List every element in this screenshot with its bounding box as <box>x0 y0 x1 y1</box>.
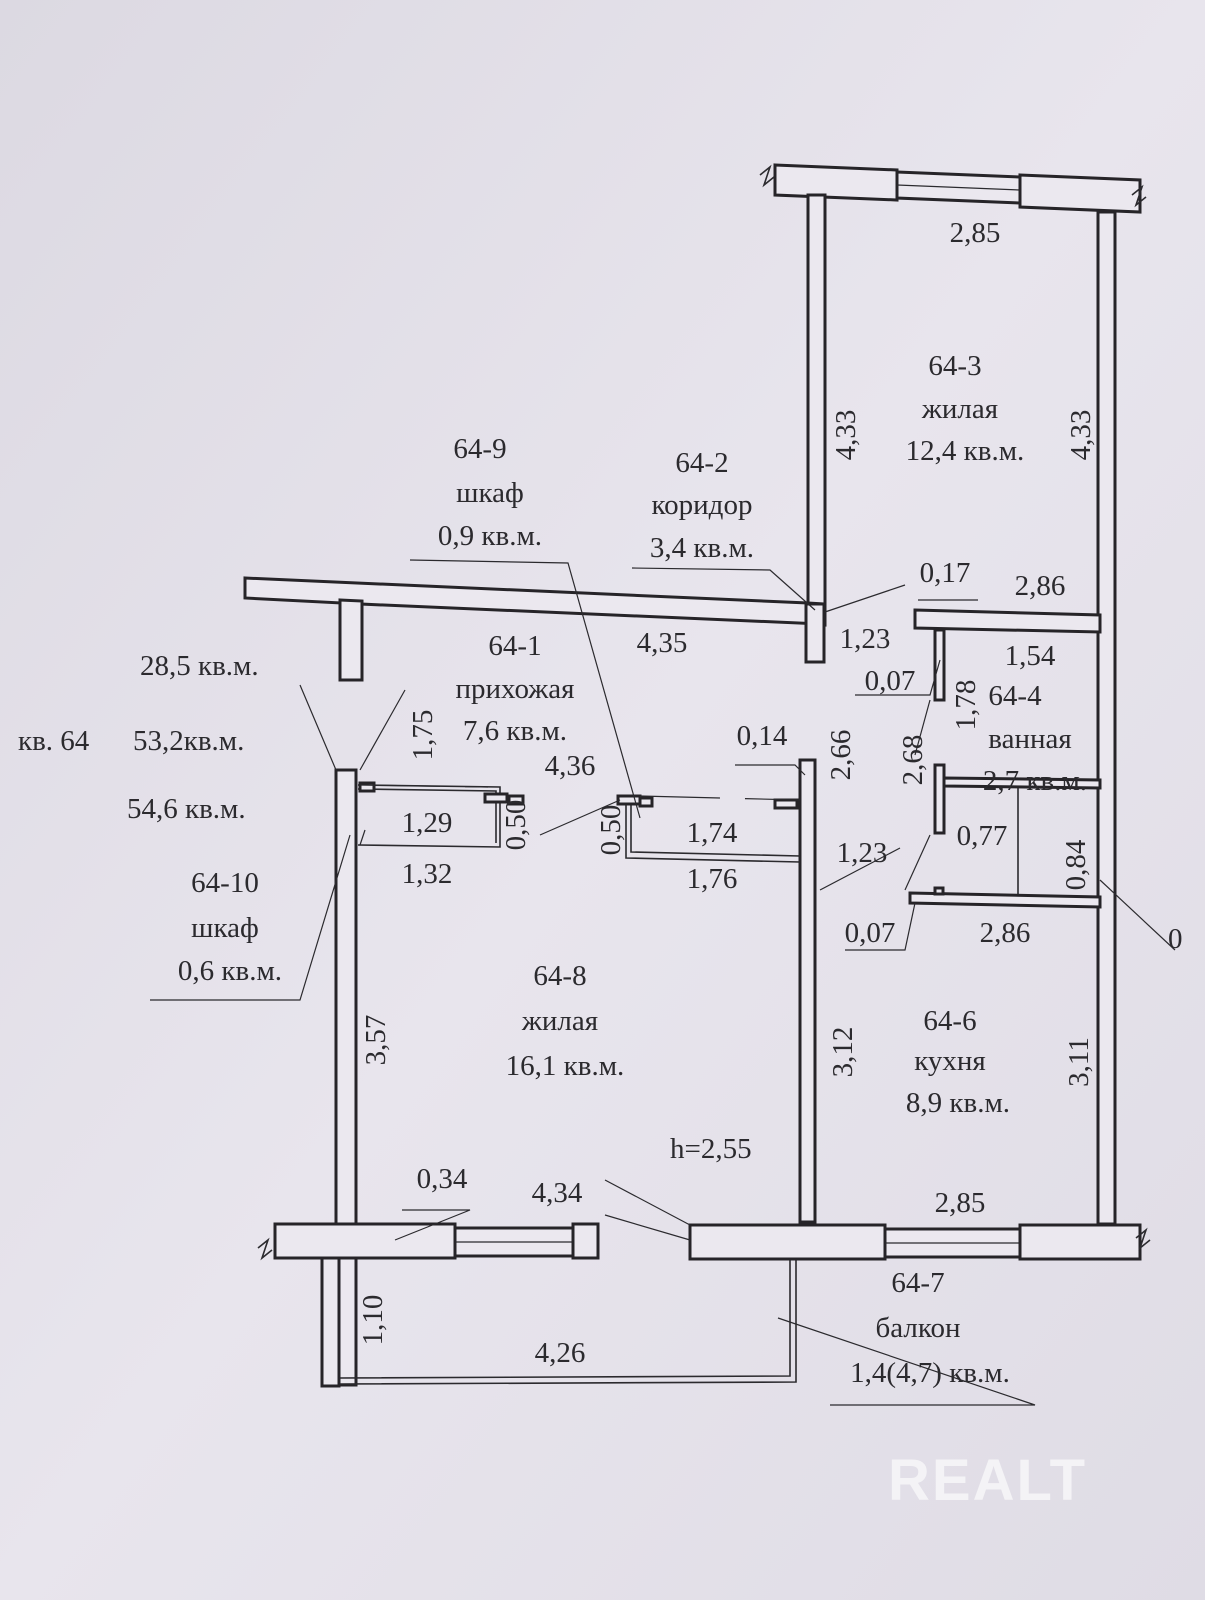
room-id: 64-2 <box>675 447 728 479</box>
dimension-label: 4,33 <box>830 410 862 461</box>
room-area: 3,4 кв.м. <box>650 532 754 564</box>
room-name: балкон <box>876 1312 961 1344</box>
room-name: шкаф <box>191 912 259 944</box>
room-64-3: 64-3 жилая 12,4 кв.м. <box>906 350 1025 467</box>
room-name: ванная <box>988 723 1071 755</box>
dimension-label: 1,76 <box>687 863 738 895</box>
total-area: 53,2кв.м. <box>133 725 244 757</box>
room-area: 0,9 кв.м. <box>438 520 542 552</box>
dimension-label: 0,14 <box>737 720 788 752</box>
dimension-label: 1,29 <box>402 807 453 839</box>
room-id: 64-1 <box>488 630 541 662</box>
dimension-label: 1,23 <box>840 623 891 655</box>
dimension-label: 4,26 <box>535 1337 586 1369</box>
room-64-10: 64-10 шкаф 0,6 кв.м. <box>178 867 282 987</box>
wall-64-8-kitchen <box>798 758 817 1224</box>
right-exterior-wall <box>1096 210 1117 1226</box>
dimension-label: 2,86 <box>980 917 1031 949</box>
dimension-label: 0,34 <box>417 1163 468 1195</box>
ceiling-height: h=2,55 <box>670 1133 752 1165</box>
room-name: жилая <box>521 1005 598 1037</box>
dimension-label: 0,07 <box>845 917 896 949</box>
bottom-exterior-wall <box>273 1222 457 1260</box>
room-name: коридор <box>652 489 753 521</box>
dimension-label: 0,84 <box>1060 839 1092 890</box>
top-exterior-wall <box>773 163 899 202</box>
realt-watermark: REALT <box>888 1448 1087 1513</box>
dimension-label: 3,11 <box>1063 1037 1095 1087</box>
dimension-label: 1,75 <box>407 710 439 761</box>
room-64-6: 64-6 кухня 8,9 кв.м. <box>906 1005 1010 1119</box>
room-area: 8,9 кв.м. <box>906 1087 1010 1119</box>
room-id: 64-10 <box>191 867 259 899</box>
dimension-label: 1,54 <box>1005 640 1056 672</box>
dimension-label: 0,07 <box>865 665 916 697</box>
dimension-label: 1,10 <box>357 1295 389 1346</box>
dimension-label: 4,34 <box>532 1177 583 1209</box>
room-name: прихожая <box>456 673 575 705</box>
balcony-rail <box>339 1260 797 1385</box>
room-id: 64-6 <box>923 1005 976 1037</box>
dimension-label: 0,77 <box>957 820 1008 852</box>
room-name: кухня <box>914 1045 986 1077</box>
room-id: 64-4 <box>988 680 1042 712</box>
room-area: 16,1 кв.м. <box>506 1050 625 1082</box>
total-area-with-balcony: 54,6 кв.м. <box>127 793 246 825</box>
walls <box>243 163 1151 1388</box>
room-id: 64-9 <box>453 433 506 465</box>
room-name: жилая <box>921 393 998 425</box>
dimension-label: 2,85 <box>935 1187 986 1219</box>
living-area: 28,5 кв.м. <box>140 650 259 682</box>
room-id: 64-7 <box>891 1267 944 1299</box>
dimension-label: 0,50 <box>500 800 532 851</box>
dimension-label: 0,17 <box>920 557 971 589</box>
room-64-1: 64-1 прихожая 7,6 кв.м. <box>456 630 575 747</box>
room-64-4: 64-4 ванная 2,7 кв.м. <box>983 680 1087 797</box>
room-id: 64-8 <box>533 960 586 992</box>
room-64-7: 64-7 балкон 1,4(4,7) кв.м. <box>850 1267 1010 1389</box>
dimension-label-cut: 0 <box>1168 923 1183 955</box>
dimension-label: 1,78 <box>950 680 982 731</box>
dimension-label: 0,50 <box>595 805 627 856</box>
leader-lines <box>150 559 1176 1406</box>
room-64-8: 64-8 жилая 16,1 кв.м. <box>506 960 625 1082</box>
dimension-label: 3,57 <box>360 1015 392 1066</box>
wall-64-3-left <box>806 193 827 607</box>
room-64-9: 64-9 шкаф 0,9 кв.м. <box>438 433 542 552</box>
wc-bottom-wall <box>908 891 1102 909</box>
closet-64-9 <box>625 798 801 863</box>
room-area: 0,6 кв.м. <box>178 955 282 987</box>
bathroom-top-wall <box>913 608 1102 634</box>
dimension-label: 1,74 <box>687 817 738 849</box>
room-name: шкаф <box>456 477 524 509</box>
room-area: 7,6 кв.м. <box>463 715 567 747</box>
room-area: 2,7 кв.м. <box>983 765 1087 797</box>
dimension-label: 2,66 <box>825 730 857 781</box>
room-area: 12,4 кв.м. <box>906 435 1025 467</box>
balcony-left-wall <box>320 1256 341 1388</box>
room-area: 1,4(4,7) кв.м. <box>850 1357 1010 1389</box>
dimension-label: 2,86 <box>1015 570 1066 602</box>
dimension-label: 3,12 <box>827 1027 859 1078</box>
dimension-labels: 2,85 4,33 4,33 0,17 2,86 4,35 1,23 1,54 … <box>357 217 1183 1369</box>
dimension-label: 2,85 <box>950 217 1001 249</box>
dimension-label: 4,33 <box>1065 410 1097 461</box>
dimension-label: 1,23 <box>837 837 888 869</box>
dimension-label: 1,32 <box>402 858 453 890</box>
dimension-label: 4,35 <box>637 627 688 659</box>
apartment-number: кв. 64 <box>18 725 90 757</box>
room-64-2: 64-2 коридор 3,4 кв.м. <box>650 447 754 564</box>
dimension-label: 2,68 <box>897 735 929 786</box>
dimension-label: 4,36 <box>545 750 596 782</box>
room-id: 64-3 <box>928 350 981 382</box>
